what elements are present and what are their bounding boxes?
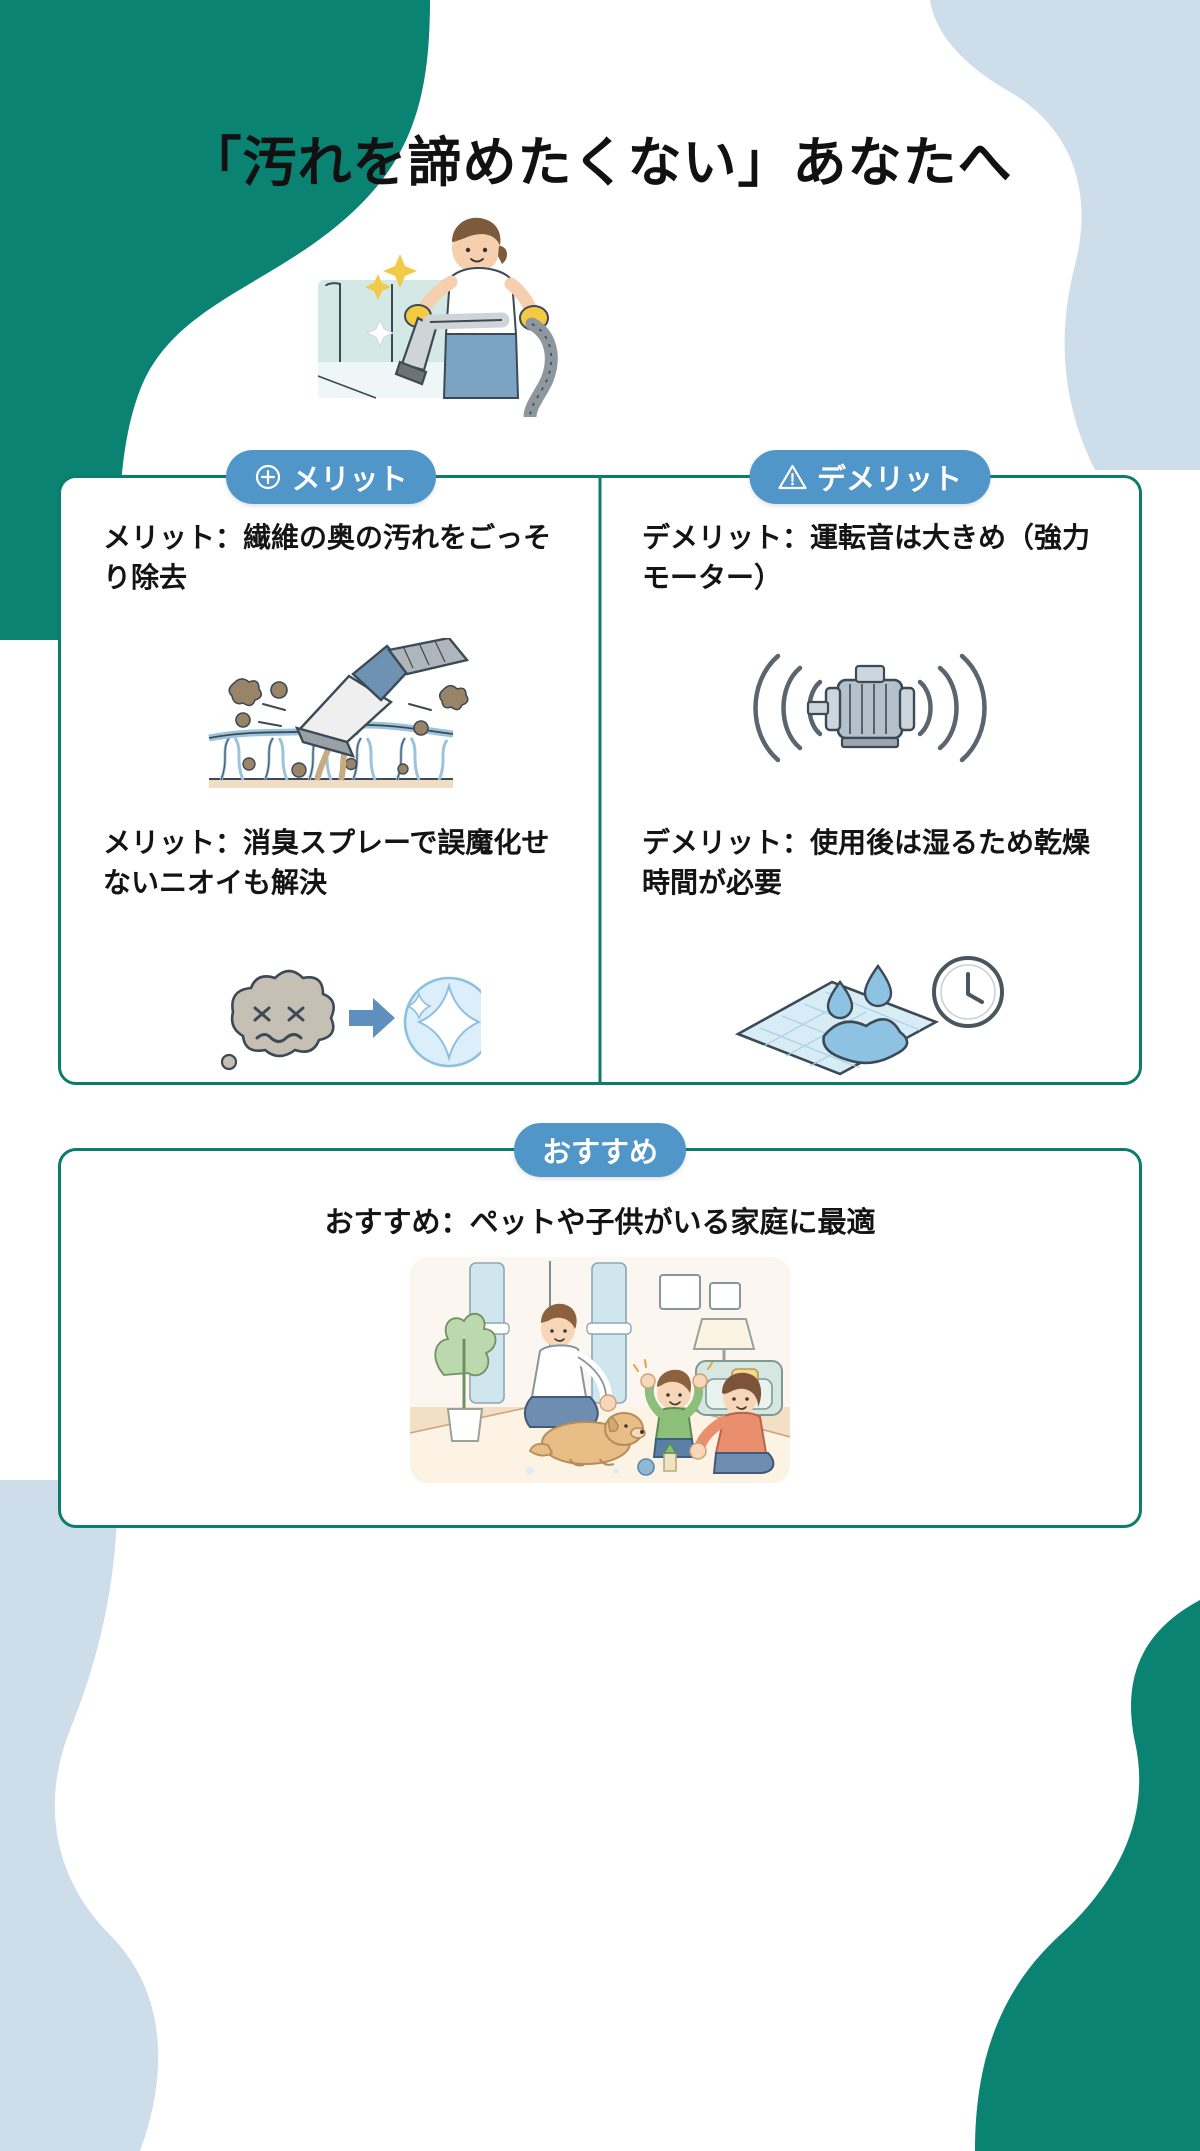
merit-badge-label: メリット (291, 464, 408, 496)
demerit-badge-label: デメリット (816, 464, 963, 496)
family-with-child-dog-livingroom-illustration (410, 1257, 790, 1488)
motor-with-sound-waves-illustration (600, 638, 1139, 778)
column-divider (598, 478, 602, 1082)
merit-column: メリット メリット：繊維の奥の汚れをごっそり除去 (61, 450, 600, 1082)
recommend-card: おすすめ おすすめ：ペットや子供がいる家庭に最適 (58, 1123, 1142, 1528)
circle-plus-icon (253, 463, 281, 491)
vacuum-nozzle-carpet-fiber-illustration (61, 638, 600, 798)
comparison-card: メリット メリット：繊維の奥の汚れをごっそり除去 (58, 450, 1142, 1085)
recommend-text: おすすめ：ペットや子供がいる家庭に最適 (324, 1207, 876, 1239)
page-title: 「汚れを諦めたくない」あなたへ (187, 133, 1013, 193)
merit-item-1-text: メリット：繊維の奥の汚れをごっそり除去 (103, 522, 552, 593)
merit-item-2-text: メリット：消臭スプレーで誤魔化せないニオイも解決 (103, 827, 550, 898)
warning-triangle-icon (777, 463, 807, 491)
merit-badge[interactable]: メリット (225, 450, 436, 504)
hero-illustration (317, 212, 558, 424)
demerit-column: デメリット デメリット：運転音は大きめ（強力モーター） (600, 450, 1139, 1082)
demerit-item-2-text: デメリット：使用後は湿るため乾燥時間が必要 (642, 827, 1091, 898)
wet-fabric-water-drops-clock-illustration (600, 948, 1139, 1076)
recommend-badge[interactable]: おすすめ (513, 1123, 687, 1177)
smelly-cloud-to-sparkle-illustration (61, 968, 600, 1078)
recommend-badge-label: おすすめ (541, 1137, 659, 1169)
demerit-badge[interactable]: デメリット (748, 450, 991, 504)
demerit-item-1-text: デメリット：運転音は大きめ（強力モーター） (642, 522, 1091, 593)
